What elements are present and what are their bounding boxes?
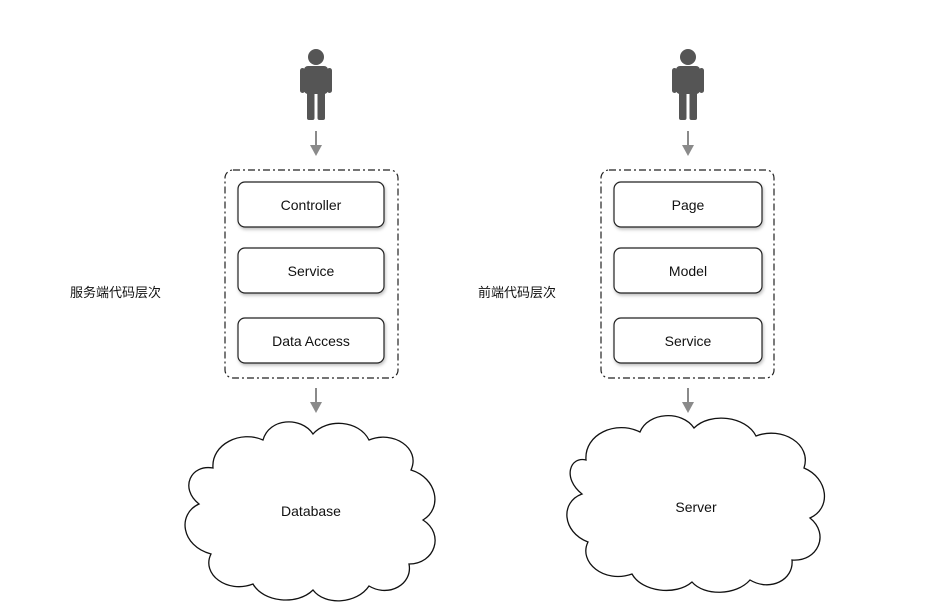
cloud-icon bbox=[184, 421, 436, 602]
server-layer-service: Service bbox=[237, 247, 385, 294]
arrow-down-icon bbox=[310, 131, 322, 156]
client-layers-container bbox=[600, 169, 775, 379]
server-label: Server bbox=[675, 499, 717, 515]
cloud-icon bbox=[566, 415, 826, 593]
server-layer-data-access: Data Access bbox=[237, 317, 385, 364]
client-layer-service: Service bbox=[613, 317, 763, 364]
server-layer-data-access-label: Data Access bbox=[272, 333, 350, 349]
client-layer-model: Model bbox=[613, 247, 763, 294]
server-side-title: 服务端代码层次 bbox=[70, 285, 161, 301]
client-side-title: 前端代码层次 bbox=[478, 285, 556, 301]
person-icon bbox=[300, 49, 332, 120]
server-side-group: Controller Service Data Access 服务端代码层次 D… bbox=[70, 49, 436, 602]
client-layer-service-label: Service bbox=[665, 333, 712, 349]
client-layer-page: Page bbox=[613, 181, 763, 228]
client-layer-page-label: Page bbox=[672, 197, 705, 213]
arrow-down-icon bbox=[310, 388, 322, 413]
person-icon bbox=[672, 49, 704, 120]
server-layer-service-label: Service bbox=[288, 263, 335, 279]
server-layer-controller-label: Controller bbox=[281, 197, 342, 213]
server-layers-container bbox=[224, 169, 399, 379]
server-layer-controller: Controller bbox=[237, 181, 385, 228]
client-layer-model-label: Model bbox=[669, 263, 707, 279]
database-label: Database bbox=[281, 503, 341, 519]
client-side-group: Page Model Service 前端代码层次 Server bbox=[478, 49, 826, 593]
arrow-down-icon bbox=[682, 388, 694, 413]
arrow-down-icon bbox=[682, 131, 694, 156]
